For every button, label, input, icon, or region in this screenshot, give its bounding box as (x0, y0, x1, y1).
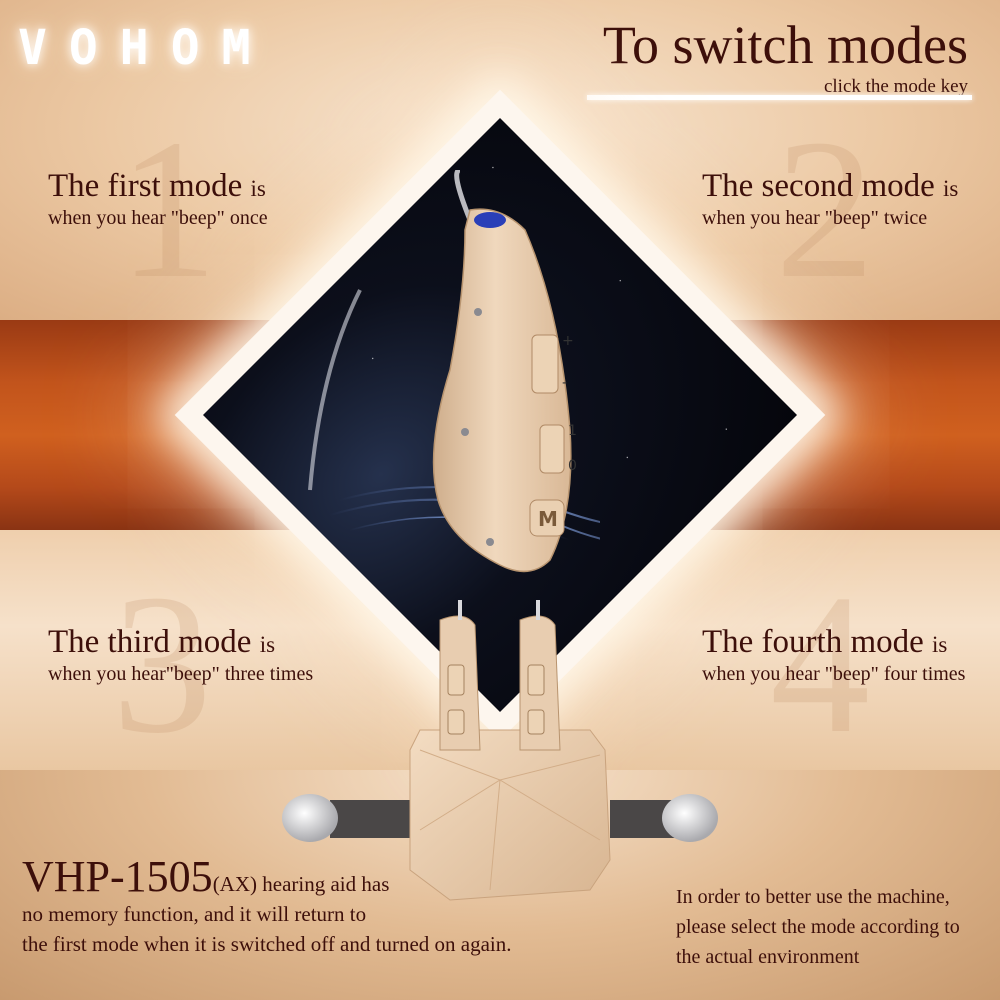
usage-note-line-1: In order to better use the machine, (676, 886, 950, 908)
mode-3-description: The third mode is when you hear"beep" th… (48, 624, 313, 686)
mode-4-detail: when you hear "beep" four times (702, 663, 966, 685)
left-ear-tip (282, 794, 338, 842)
charger-dock-image (282, 600, 718, 901)
model-name: VHP-1505 (22, 852, 213, 901)
mode-4-description: The fourth mode is when you hear "beep" … (702, 624, 965, 686)
led-indicator (474, 212, 506, 228)
mode-3-detail: when you hear"beep" three times (48, 663, 314, 685)
mode-key (529, 499, 565, 537)
mode-3-is: is (259, 632, 276, 657)
power-switch (539, 424, 565, 474)
model-suffix: (AX) (212, 872, 258, 896)
mode-number-3: 3 (112, 554, 212, 775)
mode-1-detail: when you hear "beep" once (48, 207, 268, 229)
mode-number-4: 4 (770, 554, 870, 775)
plus-label: + (562, 333, 574, 349)
hearing-aid-image: + - 1 0 M (308, 170, 600, 573)
switch-off-label: 0 (568, 458, 577, 474)
mode-2-is: is (943, 176, 959, 201)
usage-note: In order to better use the machine, plea… (676, 882, 986, 972)
page-title: To switch modes (602, 15, 968, 75)
memory-note-line-3: the first mode when it is switched off a… (22, 932, 512, 956)
mode-2-heading: The second mode (702, 168, 935, 204)
mode-2-description: The second mode is when you hear "beep" … (702, 168, 958, 230)
page-subtitle: click the mode key (823, 76, 968, 97)
mode-4-heading: The fourth mode (702, 624, 924, 660)
mode-1-is: is (250, 176, 266, 201)
volume-wheel (531, 334, 559, 394)
mode-1-heading: The first mode (48, 168, 243, 204)
mode-1-description: The first mode is when you hear "beep" o… (48, 168, 268, 230)
usage-note-line-2: please select the mode according to (676, 916, 960, 938)
mode-3-heading: The third mode (48, 624, 252, 660)
mode-number-2: 2 (775, 99, 875, 320)
brand-logo: VOHOM (18, 20, 273, 76)
usage-note-line-3: the actual environment (676, 946, 860, 968)
minus-label: - (562, 375, 567, 391)
title-underline (587, 95, 972, 100)
memory-note-line-1: hearing aid has (257, 872, 390, 896)
switch-on-label: 1 (568, 423, 577, 439)
right-ear-tip (662, 794, 718, 842)
mode-4-is: is (932, 632, 948, 657)
mode-key-label: M (538, 507, 558, 531)
mode-number-1: 1 (118, 99, 218, 320)
mode-2-detail: when you hear "beep" twice (702, 207, 928, 229)
memory-note: VHP-1505(AX) hearing aid has no memory f… (22, 855, 582, 959)
memory-note-line-2: no memory function, and it will return t… (22, 902, 367, 926)
